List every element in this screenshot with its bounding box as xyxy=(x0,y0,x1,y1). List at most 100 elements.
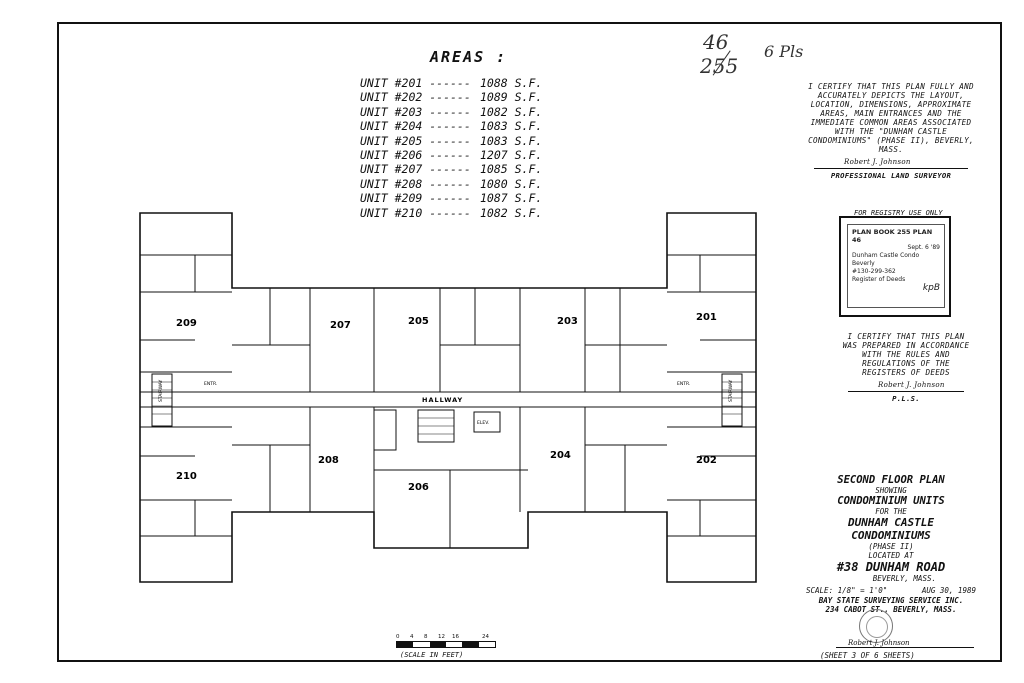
registry-stamp: PLAN BOOK 255 PLAN 46 Sept. 6 '89 Dunham… xyxy=(847,224,945,308)
registry-label: FOR REGISTRY USE ONLY xyxy=(854,209,943,217)
title-line: BEVERLY, MASS. xyxy=(872,574,936,583)
handwritten-plan-number: 255 xyxy=(700,54,739,78)
title-line: CONDOMINIUMS xyxy=(851,529,931,542)
unit-area: 1082 S.F. xyxy=(480,104,543,119)
unit-labels: 209 207 205 203 201 210 208 206 204 202 … xyxy=(158,312,734,493)
unit-label: UNIT #201 ------ xyxy=(360,76,471,90)
unit-label-202: 202 xyxy=(696,455,717,466)
unit-area: 1089 S.F. xyxy=(480,90,543,105)
unit-label: UNIT #205 ------ xyxy=(360,133,471,148)
scale-date-row: SCALE: 1/8" = 1'0" AUG 30, 1989 xyxy=(806,586,976,596)
unit-label: UNIT #204 ------ xyxy=(360,119,471,134)
drawing-scale: SCALE: 1/8" = 1'0" xyxy=(806,586,888,595)
registry-certification-text: I CERTIFY THAT THIS PLAN WAS PREPARED IN… xyxy=(842,332,970,377)
drawing-date: AUG 30, 1989 xyxy=(921,586,976,595)
surveyor-certification-text: I CERTIFY THAT THIS PLAN FULLY AND ACCUR… xyxy=(808,82,974,154)
unit-area: 1083 S.F. xyxy=(480,133,543,148)
unit-area: 1087 S.F. xyxy=(480,191,543,206)
unit-label-209: 209 xyxy=(176,318,197,329)
unit-area: 1083 S.F. xyxy=(480,119,543,134)
unit-label-208: 208 xyxy=(318,455,339,466)
title-line: (PHASE II) xyxy=(868,542,914,551)
firm-name: BAY STATE SURVEYING SERVICE INC. xyxy=(818,596,964,605)
areas-row: UNIT #201 ------ 1088 S.F. xyxy=(352,76,582,90)
scale-bar-graphic xyxy=(396,641,496,648)
unit-area: 1082 S.F. xyxy=(480,205,543,220)
handwritten-sheet-count: 6 Pls xyxy=(764,42,804,61)
unit-area: 1207 S.F. xyxy=(480,147,543,162)
areas-row: UNIT #203 ------ 1082 S.F. xyxy=(352,105,582,119)
areas-row: UNIT #210 ------ 1082 S.F. xyxy=(352,206,582,220)
scale-tick: 8 xyxy=(424,634,428,640)
registry-box xyxy=(839,216,951,317)
sheet-signature: Robert J. Johnson xyxy=(836,639,974,648)
scale-tick: 24 xyxy=(482,634,489,640)
surveyor-seal xyxy=(859,609,893,643)
unit-area: 1085 S.F. xyxy=(480,162,543,177)
stamp-initials: kpB xyxy=(922,283,940,293)
unit-label-206: 206 xyxy=(408,482,429,493)
stair-treads xyxy=(152,381,742,435)
unit-area: 1088 S.F. xyxy=(480,76,543,90)
surveyor-role: PROFESSIONAL LAND SURVEYOR xyxy=(830,171,952,180)
title-line: SHOWING xyxy=(875,486,907,495)
stamp-heading: PLAN BOOK 255 PLAN 46 xyxy=(852,228,933,244)
areas-row: UNIT #204 ------ 1083 S.F. xyxy=(352,119,582,133)
scale-tick: 0 xyxy=(396,634,400,640)
surveyor-certification: I CERTIFY THAT THIS PLAN FULLY AND ACCUR… xyxy=(806,82,976,180)
unit-label-204: 204 xyxy=(550,450,571,461)
unit-label: UNIT #202 ------ xyxy=(360,90,471,105)
areas-row: UNIT #207 ------ 1085 S.F. xyxy=(352,162,582,176)
registry-role: P.L.S. xyxy=(892,394,920,403)
title-line: SECOND FLOOR PLAN xyxy=(837,474,945,486)
title-line: FOR THE xyxy=(875,507,907,516)
unit-label-205: 205 xyxy=(408,316,429,327)
stairway-label: STAIRWAY xyxy=(158,379,164,402)
entrance-label: ENTR. xyxy=(204,381,217,387)
plan-outline xyxy=(139,212,757,583)
unit-label-203: 203 xyxy=(557,316,578,327)
areas-title: AREAS : xyxy=(430,48,508,66)
title-line: CONDOMINIUM UNITS xyxy=(837,495,945,507)
title-line: LOCATED AT xyxy=(868,551,914,560)
unit-area: 1080 S.F. xyxy=(480,176,543,191)
entrance-label: ENTR. xyxy=(677,381,690,387)
unit-label: UNIT #207 ------ xyxy=(360,162,471,177)
scale-caption: (SCALE IN FEET) xyxy=(400,651,464,659)
sheet-border xyxy=(57,22,1002,662)
unit-label-207: 207 xyxy=(330,320,351,331)
unit-label: UNIT #203 ------ xyxy=(360,104,471,119)
stamp-line: #130-299-362 xyxy=(852,268,896,275)
plan-walls xyxy=(140,254,756,548)
handwritten-book-number: 46 xyxy=(703,30,729,54)
scale-ticks: 0 4 8 12 16 24 xyxy=(396,634,496,641)
unit-label: UNIT #206 ------ xyxy=(360,147,471,162)
stamp-line: Register of Deeds xyxy=(852,276,906,283)
scale-tick: 4 xyxy=(410,634,414,640)
areas-row: UNIT #205 ------ 1083 S.F. xyxy=(352,134,582,148)
title-block: SECOND FLOOR PLAN SHOWING CONDOMINIUM UN… xyxy=(806,474,976,614)
stamp-line: Beverly xyxy=(852,260,875,267)
surveyor-signature: Robert J. Johnson xyxy=(814,158,968,169)
stairway-label: STAIRWAY xyxy=(728,379,734,402)
title-line: #38 DUNHAM ROAD xyxy=(836,560,946,574)
registry-certification: I CERTIFY THAT THIS PLAN WAS PREPARED IN… xyxy=(840,332,972,403)
unit-label: UNIT #209 ------ xyxy=(360,191,471,206)
scale-tick: 16 xyxy=(452,634,459,640)
firm-address: 234 CABOT ST., BEVERLY, MASS. xyxy=(825,605,957,614)
areas-row: UNIT #202 ------ 1089 S.F. xyxy=(352,90,582,104)
unit-label: UNIT #210 ------ xyxy=(360,205,471,220)
areas-row: UNIT #206 ------ 1207 S.F. xyxy=(352,148,582,162)
areas-table: AREAS : UNIT #201 ------ 1088 S.F. UNIT #… xyxy=(352,48,582,220)
scale-tick: 12 xyxy=(438,634,445,640)
elevator-label: ELEV. xyxy=(477,420,489,426)
areas-row: UNIT #209 ------ 1087 S.F. xyxy=(352,191,582,205)
title-line: DUNHAM CASTLE xyxy=(847,516,935,529)
unit-label-210: 210 xyxy=(176,471,197,482)
unit-label-201: 201 xyxy=(696,312,717,323)
stamp-line: Sept. 6 '89 xyxy=(907,244,940,251)
scale-bar: 0 4 8 12 16 24 (SCALE IN FEET) xyxy=(396,634,496,659)
hallway-label: HALLWAY xyxy=(422,396,463,404)
registry-signature: Robert J. Johnson xyxy=(848,381,964,392)
